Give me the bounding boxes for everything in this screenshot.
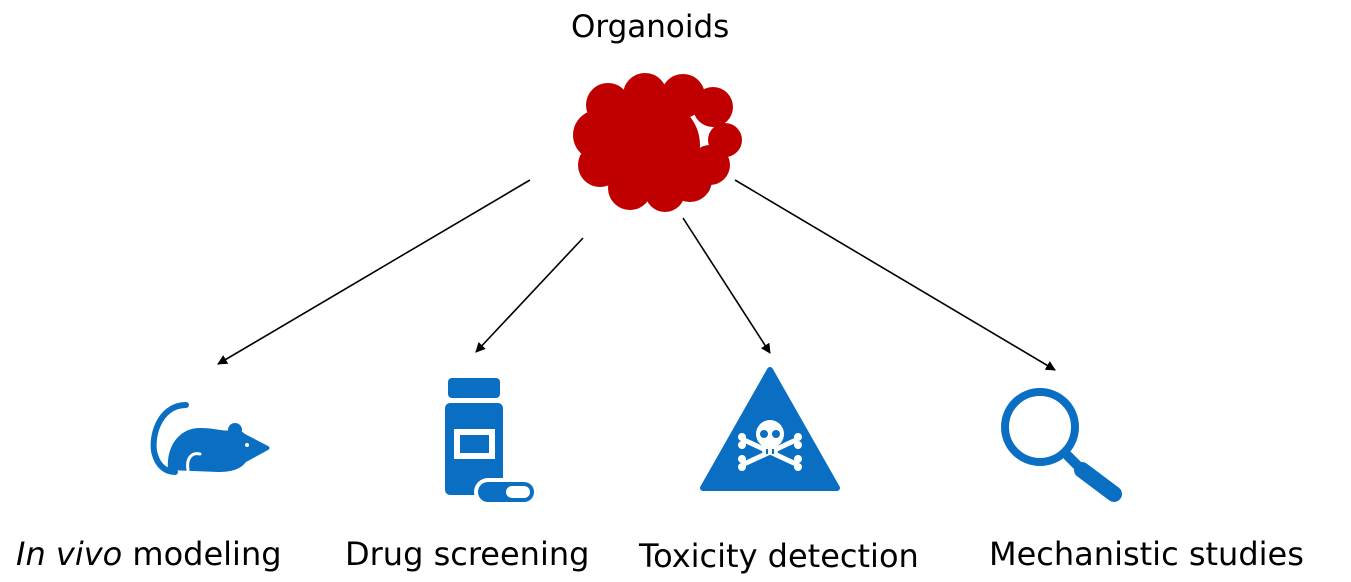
mouse-icon (150, 402, 270, 475)
label-mechanistic-studies: Mechanistic studies (989, 535, 1304, 573)
label-toxicity-detection: Toxicity detection (639, 537, 919, 575)
arrows (217, 179, 1056, 371)
skull-warning-icon (700, 367, 840, 491)
label-in-vivo-rest: modeling (122, 535, 282, 573)
label-in-vivo-modeling: In vivo modeling (16, 538, 282, 570)
arrow-to-in-vivo (217, 179, 531, 365)
magnifying-glass-icon (1001, 388, 1122, 502)
organoid-icon (573, 73, 742, 212)
arrow-to-mechanistic (734, 179, 1056, 371)
label-drug-screening: Drug screening (345, 535, 590, 573)
pill-bottle-icon (445, 378, 538, 506)
organoids-title: Organoids (571, 9, 730, 45)
label-in-vivo-italic: In vivo (16, 535, 123, 573)
arrow-to-drug-screening (475, 237, 584, 353)
arrow-to-toxicity (682, 217, 771, 354)
